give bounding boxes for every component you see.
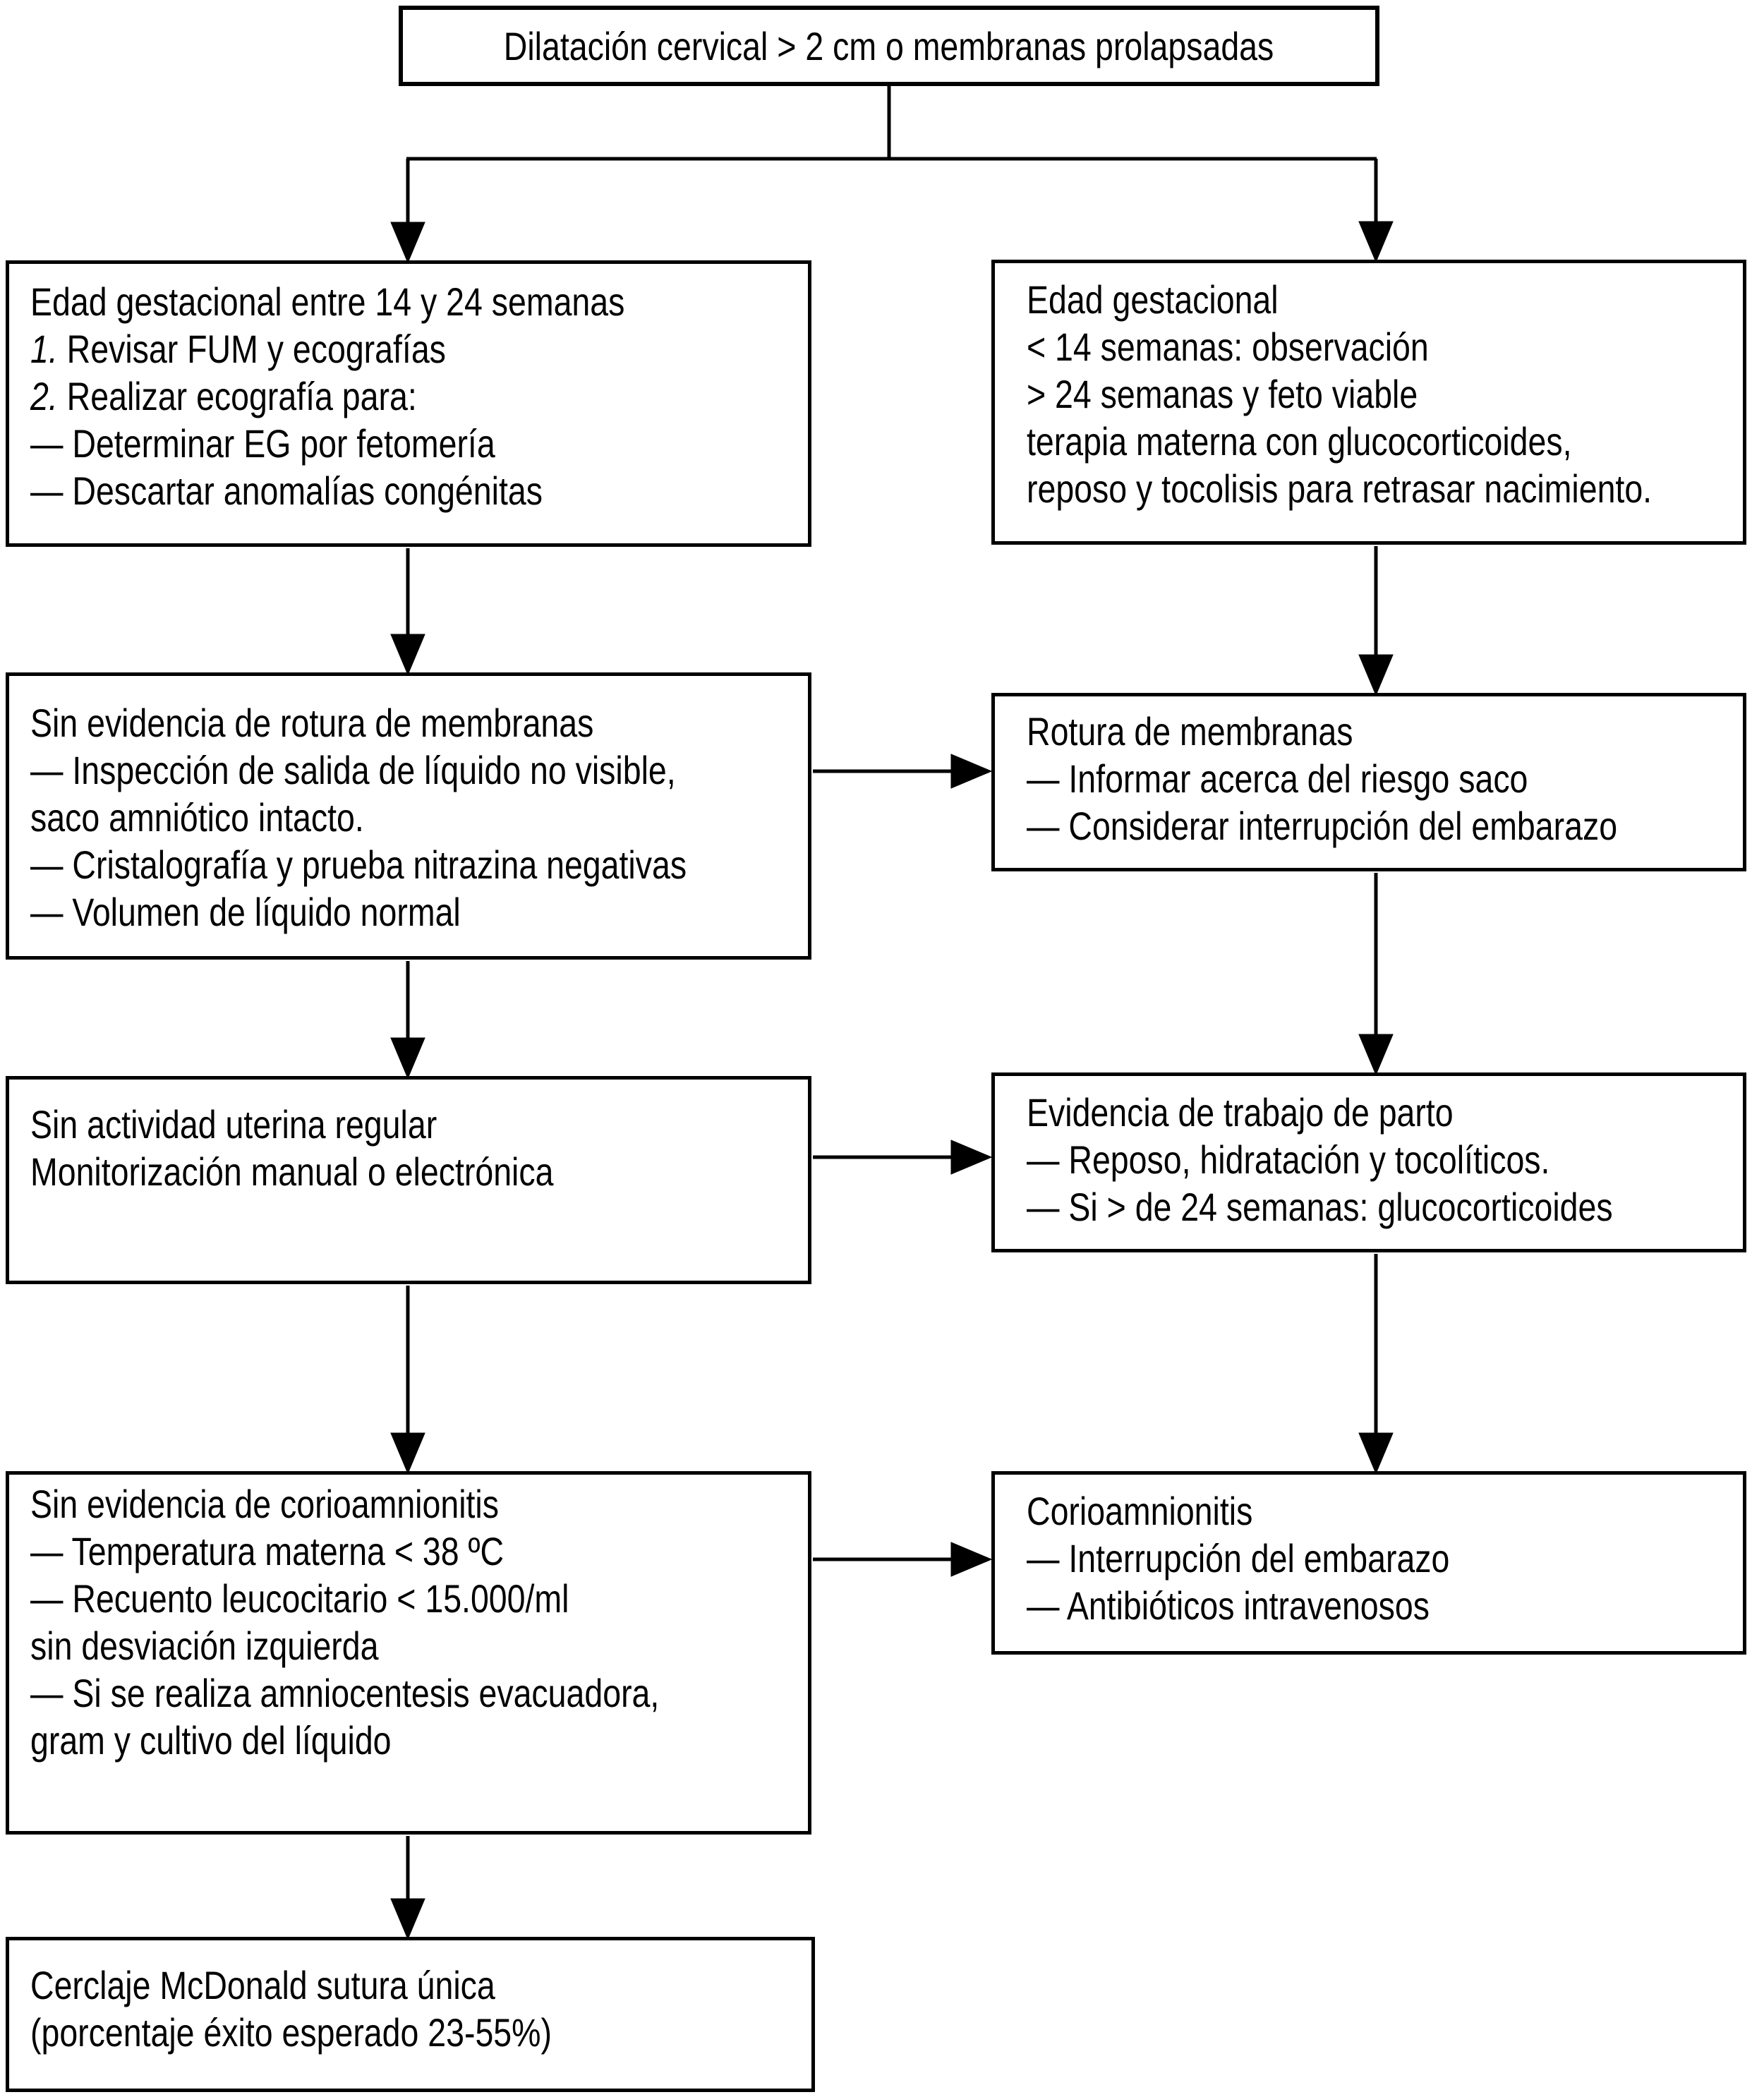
text-line: — Determinar EG por fetomería bbox=[30, 421, 495, 466]
arrowhead-drop-left bbox=[390, 222, 425, 264]
italic-list-number: 2. bbox=[30, 374, 58, 418]
text-line: Sin evidencia de corioamnionitis bbox=[30, 1482, 499, 1526]
text-line: 2. Realizar ecografía para: bbox=[30, 374, 417, 418]
text-line: — Cristalografía y prueba nitrazina nega… bbox=[30, 842, 687, 887]
node-cerclaje-mcdonald: Cerclaje McDonald sutura única(porcentaj… bbox=[6, 1937, 815, 2092]
arrowhead-l4-bottom bbox=[390, 1898, 425, 1940]
text-line: — Interrupción del embarazo bbox=[1027, 1536, 1450, 1581]
node-sin-rotura-membranas: Sin evidencia de rotura de membranas— In… bbox=[6, 672, 811, 960]
arrowhead-l1-l2 bbox=[390, 634, 425, 676]
text-line: 1. Revisar FUM y ecografías bbox=[30, 327, 446, 371]
text-line: — Recuento leucocitario < 15.000/ml bbox=[30, 1576, 569, 1621]
text-line: — Volumen de líquido normal bbox=[30, 890, 461, 934]
text-line: — Considerar interrupción del embarazo bbox=[1027, 804, 1618, 848]
arrowhead-l3-l4 bbox=[390, 1432, 425, 1475]
text-line: Evidencia de trabajo de parto bbox=[1027, 1090, 1454, 1135]
node-evidencia-trabajo-parto: Evidencia de trabajo de parto— Reposo, h… bbox=[991, 1072, 1746, 1252]
text-line: — Antibióticos intravenosos bbox=[1027, 1583, 1430, 1628]
arrowhead-drop-right bbox=[1358, 221, 1394, 263]
text-line: > 24 semanas y feto viable bbox=[1027, 372, 1418, 416]
text-line: saco amniótico intacto. bbox=[30, 795, 364, 840]
text-line: Rotura de membranas bbox=[1027, 709, 1353, 754]
text-line: — Si > de 24 semanas: glucocorticoides bbox=[1027, 1185, 1613, 1229]
text-line: Corioamnionitis bbox=[1027, 1489, 1253, 1533]
arrowhead-r3-r4 bbox=[1358, 1432, 1394, 1475]
text-line: sin desviación izquierda bbox=[30, 1624, 379, 1668]
text-line: (porcentaje éxito esperado 23-55%) bbox=[30, 2010, 552, 2055]
text-line: — Si se realiza amniocentesis evacuadora… bbox=[30, 1671, 660, 1715]
arrowhead-row2-horizontal bbox=[950, 754, 993, 789]
text-line: — Temperatura materna < 38 ºC bbox=[30, 1529, 505, 1573]
arrowhead-l2-l3 bbox=[390, 1037, 425, 1080]
arrowhead-row4-horizontal bbox=[950, 1542, 993, 1577]
text-line: Cerclaje McDonald sutura única bbox=[30, 1963, 495, 2007]
node-edad-gestacional-observacion: Edad gestacional< 14 semanas: observació… bbox=[991, 260, 1746, 545]
node-dilatacion-cervical: Dilatación cervical > 2 cm o membranas p… bbox=[399, 6, 1379, 86]
text-line: Dilatación cervical > 2 cm o membranas p… bbox=[504, 23, 1274, 68]
text-line: Edad gestacional bbox=[1027, 277, 1279, 322]
text-line: — Inspección de salida de líquido no vis… bbox=[30, 748, 676, 792]
arrowhead-row3-horizontal bbox=[950, 1140, 993, 1175]
text-line: — Reposo, hidratación y tocolíticos. bbox=[1027, 1137, 1550, 1182]
italic-list-number: 1. bbox=[30, 327, 58, 371]
node-rotura-membranas: Rotura de membranas— Informar acerca del… bbox=[991, 693, 1746, 871]
text-line: < 14 semanas: observación bbox=[1027, 325, 1429, 369]
text-line: — Informar acerca del riesgo saco bbox=[1027, 756, 1528, 801]
node-corioamnionitis: Corioamnionitis— Interrupción del embara… bbox=[991, 1471, 1746, 1655]
text-line: terapia materna con glucocorticoides, bbox=[1027, 419, 1572, 464]
text-line: — Descartar anomalías congénitas bbox=[30, 469, 543, 513]
text-line: Monitorización manual o electrónica bbox=[30, 1149, 554, 1194]
text-line: Sin evidencia de rotura de membranas bbox=[30, 701, 594, 745]
text-line: Sin actividad uterina regular bbox=[30, 1102, 437, 1147]
text-line: gram y cultivo del líquido bbox=[30, 1718, 392, 1763]
node-sin-corioamnionitis: Sin evidencia de corioamnionitis— Temper… bbox=[6, 1471, 811, 1835]
text-line: Edad gestacional entre 14 y 24 semanas bbox=[30, 279, 625, 324]
arrowhead-r2-r3 bbox=[1358, 1034, 1394, 1076]
text-line: reposo y tocolisis para retrasar nacimie… bbox=[1027, 466, 1653, 511]
arrowhead-r1-r2 bbox=[1358, 654, 1394, 696]
